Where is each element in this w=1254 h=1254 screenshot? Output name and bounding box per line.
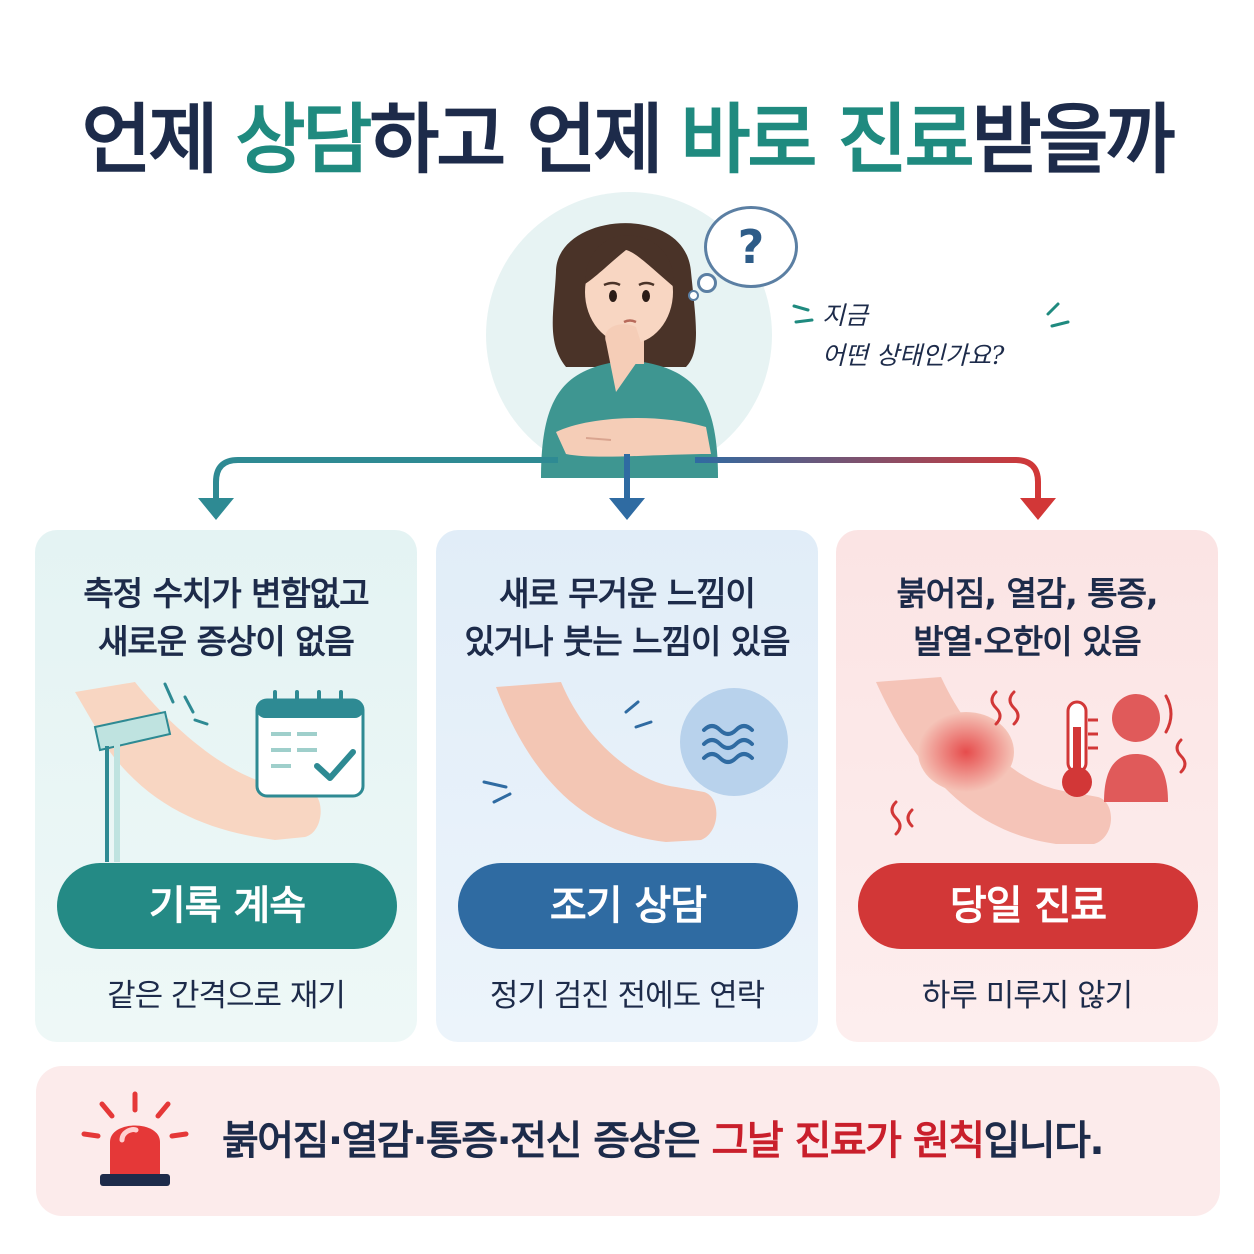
- card-note: 정기 검진 전에도 연락: [489, 978, 765, 1014]
- thought-dot: [688, 290, 699, 301]
- arrow-center-head: [609, 498, 645, 520]
- question-bubble: ?: [704, 206, 798, 288]
- banner-message: 붉어짐·열감·통증·전신 증상은 그날 진료가 원칙입니다.: [222, 1066, 1105, 1216]
- warning-banner: 붉어짐·열감·통증·전신 증상은 그날 진료가 원칙입니다.: [36, 1066, 1220, 1216]
- branch-arrows: [198, 454, 1056, 520]
- banner-highlight: 그날 진료가 원칙: [711, 1118, 985, 1164]
- card-note: 같은 간격으로 재기: [107, 978, 346, 1014]
- card-description: 측정 수치가 변함없고 새로운 증상이 없음: [35, 570, 417, 666]
- title-part-4: 바로 진료: [680, 95, 974, 184]
- thought-line-1: 지금: [822, 301, 869, 330]
- calendar-check-icon: [255, 690, 365, 798]
- card-description-line-2: 있거나 붓는 느낌이 있음: [464, 622, 790, 661]
- arrow-left-line: [213, 457, 558, 502]
- swollen-arm-illustration: [482, 682, 788, 842]
- emphasis-dash-icon: [792, 304, 814, 324]
- title-part-3: 하고 언제: [369, 95, 663, 184]
- banner-text-before: 붉어짐·열감·통증·전신 증상은: [222, 1118, 712, 1164]
- thought-line-2: 어떤 상태인가요?: [822, 341, 1005, 370]
- question-mark-icon: ?: [737, 220, 765, 274]
- card-description-line-1: 붉어짐, 열감, 통증,: [896, 574, 1158, 613]
- title-part-2: 상담: [235, 95, 372, 184]
- arrow-right-head: [1020, 498, 1056, 520]
- status-card-swelling: 새로 무거운 느낌이 있거나 붓는 느낌이 있음 조기 상담 정기 검진 전에도…: [436, 530, 818, 1042]
- action-early-consult: 조기 상담: [458, 863, 798, 949]
- status-card-urgent: 붉어짐, 열감, 통증, 발열·오한이 있음 당일 진료 하루 미루지 않기: [836, 530, 1218, 1042]
- red-arm-illustration: [876, 677, 1187, 844]
- thermometer-icon: [1062, 700, 1098, 797]
- emphasis-dash-icon: [1046, 302, 1070, 328]
- card-description: 붉어짐, 열감, 통증, 발열·오한이 있음: [836, 570, 1218, 666]
- person-chills-icon: [1104, 694, 1187, 802]
- card-description-line-2: 발열·오한이 있음: [913, 622, 1142, 661]
- arrow-right-line: [695, 457, 1041, 502]
- card-description: 새로 무거운 느낌이 있거나 붓는 느낌이 있음: [436, 570, 818, 666]
- card-note: 하루 미루지 않기: [921, 978, 1133, 1014]
- thought-text: 지금 어떤 상태인가요?: [822, 296, 1062, 376]
- swelling-wave-icon: [680, 688, 788, 796]
- thought-dot: [697, 273, 717, 293]
- status-card-stable: 측정 수치가 변함없고 새로운 증상이 없음 기록 계속 같은 간격으로 재기: [35, 530, 417, 1042]
- siren-icon: [81, 1091, 189, 1186]
- card-description-line-1: 새로 무거운 느낌이: [499, 574, 756, 613]
- thinking-woman-illustration: [541, 223, 718, 478]
- arrow-left-head: [198, 498, 234, 520]
- card-description-line-2: 새로운 증상이 없음: [98, 622, 355, 661]
- title-part-5: 받을까: [971, 95, 1176, 184]
- card-description-line-1: 측정 수치가 변함없고: [83, 574, 369, 613]
- title-part-1: 언제: [81, 95, 219, 184]
- banner-text-after: 입니다.: [983, 1118, 1105, 1164]
- action-keep-recording: 기록 계속: [57, 863, 397, 949]
- action-same-day-visit: 당일 진료: [858, 863, 1198, 949]
- arm-measuring-illustration: [75, 682, 365, 862]
